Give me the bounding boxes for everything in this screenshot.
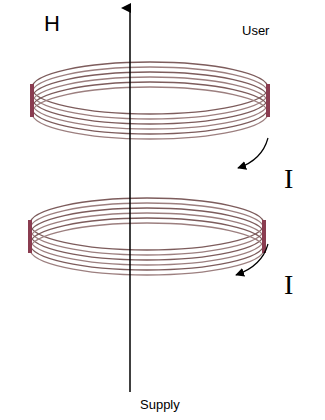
coil-edge: [262, 220, 266, 253]
coil: [32, 62, 268, 139]
coil-turn: [32, 82, 268, 134]
terminal-label: Supply: [140, 398, 180, 412]
coil-turn: [32, 77, 268, 129]
coil-edge: [30, 84, 34, 117]
current-arrow: [238, 138, 268, 168]
field-axis: [129, 8, 131, 392]
coil-turn: [32, 62, 268, 114]
coil-turn: [30, 203, 264, 255]
current-label: I: [284, 270, 293, 301]
coil-turn: [30, 213, 264, 265]
field-label: H: [44, 12, 60, 36]
coil-turn: [30, 198, 264, 250]
coil: [30, 198, 264, 275]
current-arrow: [236, 244, 268, 275]
coil-edge: [28, 220, 32, 253]
terminal-label: User: [242, 24, 269, 38]
current-label: I: [284, 164, 293, 195]
coil-turn: [30, 208, 264, 260]
coil-turn: [30, 218, 264, 270]
coil-turn: [32, 87, 268, 139]
coil-turn: [30, 223, 264, 275]
coil-turn: [32, 72, 268, 124]
coil-turn: [32, 67, 268, 119]
coil-edge: [266, 84, 270, 117]
